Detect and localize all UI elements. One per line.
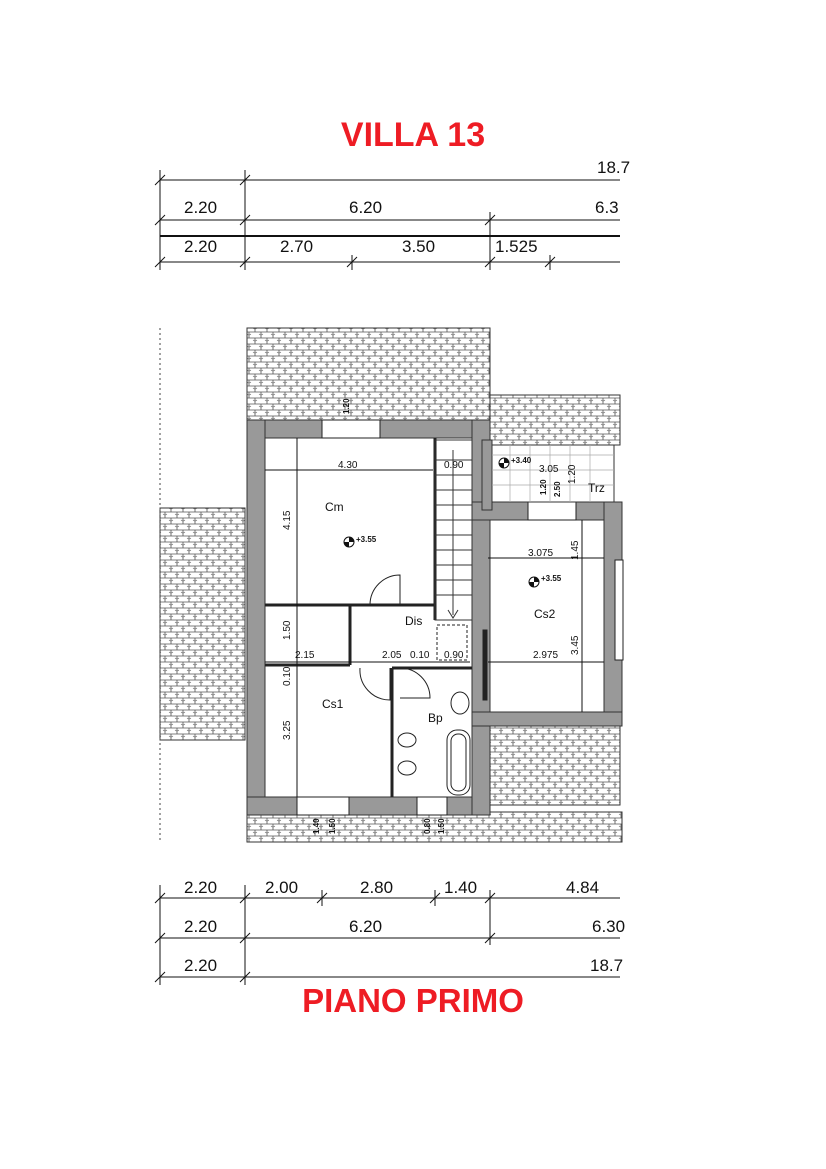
dim-bottom-r2-c: 6.30 <box>592 917 625 936</box>
dis-room-name: Dis <box>405 614 422 628</box>
trz-door-b: 2.50 <box>553 481 562 497</box>
dim-bottom-r1-d: 1.40 <box>444 878 477 897</box>
dim-top-r3-d: 1.525 <box>495 237 538 256</box>
cs1-window-dim-b: 1.50 <box>328 818 337 834</box>
cm-window-dim: 1.20 <box>342 398 351 414</box>
cs2-room-name: Cs2 <box>534 607 556 621</box>
dim-bottom-r3-a: 2.20 <box>184 956 217 975</box>
roof-tiles <box>159 327 623 843</box>
cm-width: 4.30 <box>338 460 358 471</box>
stair-width: 0.90 <box>444 460 464 471</box>
bathroom-fixtures <box>397 691 471 796</box>
dis-dim-a: 2.05 <box>382 650 402 661</box>
cs2-depth-top: 1.45 <box>570 540 581 560</box>
dim-bottom-total: 18.7 <box>590 956 623 975</box>
trz-room-name: Trz <box>588 481 605 495</box>
dim-top-total: 18.7 <box>597 158 630 177</box>
staircase <box>434 439 473 621</box>
dis-dim-b: 0.10 <box>410 650 430 661</box>
wall-dim-a: 1.50 <box>282 620 293 640</box>
cm-depth: 4.15 <box>282 510 293 530</box>
top-dimension-lines <box>154 170 620 270</box>
dim-bottom-r2-b: 6.20 <box>349 917 382 936</box>
doors <box>359 574 488 701</box>
bp-window-dim-b: 1.50 <box>437 818 446 834</box>
cs2-depth: 3.45 <box>570 635 581 655</box>
cm-room-name: Cm <box>325 500 344 514</box>
bottom-dimension-lines <box>154 885 620 985</box>
dim-top-r3-a: 2.20 <box>184 237 217 256</box>
cs1-width: 2.15 <box>295 650 315 661</box>
dim-top-r2-c: 6.3 <box>595 198 619 217</box>
bp-window-dim: 0.80 <box>423 818 432 834</box>
trz-width: 3.05 <box>539 464 559 475</box>
interior-dimension-lines <box>265 438 604 797</box>
trz-door-a: 1.20 <box>539 479 548 495</box>
dim-top-r3-c: 3.50 <box>402 237 435 256</box>
trz-depth: 1.20 <box>567 464 578 484</box>
cs2-level: +3.55 <box>541 574 562 583</box>
drawing-title: VILLA 13 <box>340 116 486 154</box>
cs1-depth: 3.25 <box>282 720 293 740</box>
floor-subtitle: PIANO PRIMO <box>302 982 524 1019</box>
bp-room-name: Bp <box>428 711 443 725</box>
dis-dim-c: 0.90 <box>444 650 464 661</box>
cs1-window-dim: 1.40 <box>312 818 321 834</box>
trz-level: +3.40 <box>511 456 532 465</box>
dim-bottom-r1-b: 2.00 <box>265 878 298 897</box>
cs2-width-top: 3.075 <box>528 548 553 559</box>
dim-bottom-r1-e: 4.84 <box>566 878 599 897</box>
cs2-width-bottom: 2.975 <box>533 650 558 661</box>
wall-dim-b: 0.10 <box>282 666 293 686</box>
interior-partitions <box>265 438 472 797</box>
cm-level: +3.55 <box>356 535 377 544</box>
dim-top-r3-b: 2.70 <box>280 237 313 256</box>
dim-bottom-r1-a: 2.20 <box>184 878 217 897</box>
terrace <box>491 444 615 503</box>
dim-bottom-r2-a: 2.20 <box>184 917 217 936</box>
windows <box>296 419 624 816</box>
dim-bottom-r1-c: 2.80 <box>360 878 393 897</box>
dim-top-r2-b: 6.20 <box>349 198 382 217</box>
dim-top-r2-a: 2.20 <box>184 198 217 217</box>
cs1-room-name: Cs1 <box>322 697 344 711</box>
